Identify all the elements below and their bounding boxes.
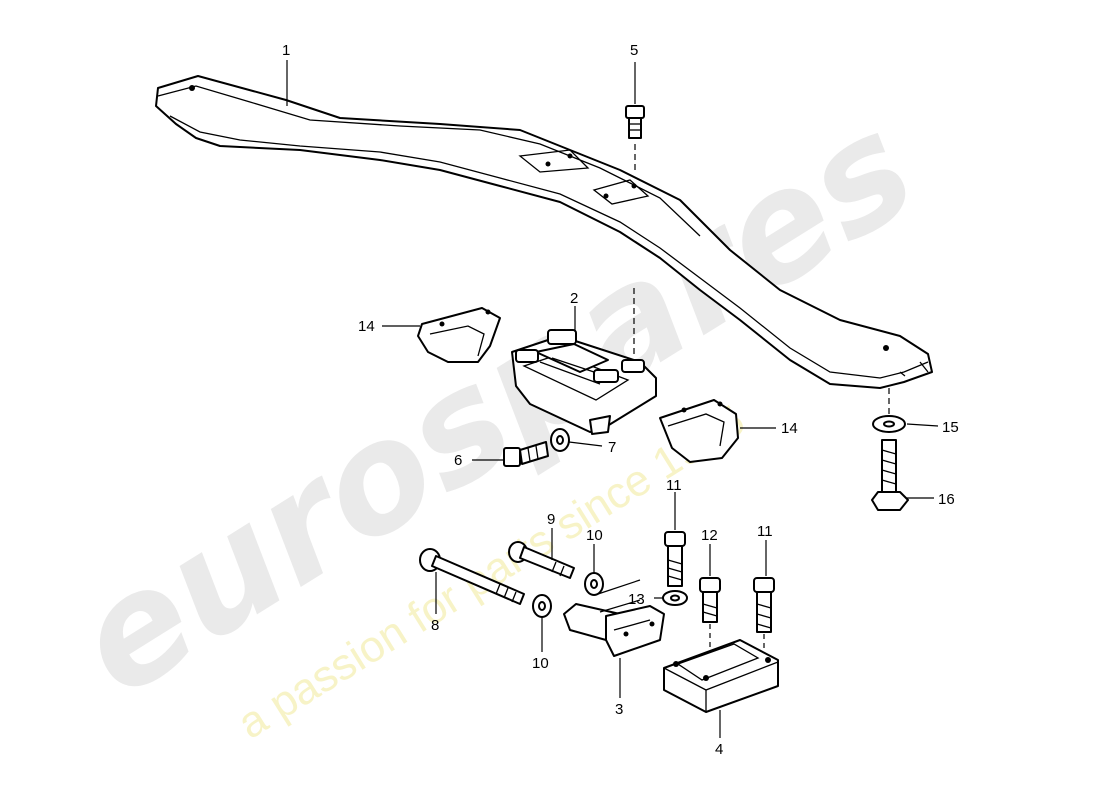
callout-6: 6 <box>454 452 462 469</box>
transmission-mount-part <box>511 288 657 435</box>
callout-4: 4 <box>715 741 723 758</box>
callout-14-right: 14 <box>781 420 798 437</box>
callout-14-left: 14 <box>358 318 375 335</box>
callout-2: 2 <box>570 290 578 307</box>
crossmember-part <box>155 75 933 389</box>
callout-7: 7 <box>608 439 616 456</box>
bolt-5-part <box>625 105 645 172</box>
bolt-9-part <box>508 541 575 579</box>
callout-12: 12 <box>701 527 718 544</box>
washer-7-part <box>550 428 570 452</box>
callout-13: 13 <box>628 591 645 608</box>
callout-11-right: 11 <box>757 523 773 540</box>
callout-15: 15 <box>942 419 959 436</box>
bolt-11-right-part <box>753 577 775 633</box>
callout-1: 1 <box>282 42 290 59</box>
bolt-6-part <box>503 441 549 467</box>
callout-labels: 1 5 2 14 14 6 7 15 16 8 9 10 10 3 4 11 1… <box>282 42 959 758</box>
washer-10-lower-part <box>532 594 552 618</box>
washer-13-part <box>662 590 688 606</box>
mount-plate-4-part <box>663 624 779 713</box>
washer-10-upper-part <box>584 572 604 596</box>
bracket-14-right-part <box>659 399 739 463</box>
callout-10-lower: 10 <box>532 655 549 672</box>
callout-3: 3 <box>615 701 623 718</box>
callout-9: 9 <box>547 511 555 528</box>
callout-8: 8 <box>431 617 439 634</box>
callout-5: 5 <box>630 42 638 59</box>
callout-16: 16 <box>938 491 955 508</box>
bolt-11-left-part <box>664 531 686 587</box>
bracket-3-part <box>563 579 665 657</box>
bolt-8-part <box>419 548 525 605</box>
washer-15-part <box>872 388 906 433</box>
callout-10-upper: 10 <box>586 527 603 544</box>
callout-leaders <box>286 60 939 738</box>
bolt-16-part <box>871 439 909 511</box>
callout-11-left: 11 <box>666 477 682 494</box>
bolt-12-part <box>699 577 721 623</box>
bracket-14-left-part <box>417 307 501 363</box>
